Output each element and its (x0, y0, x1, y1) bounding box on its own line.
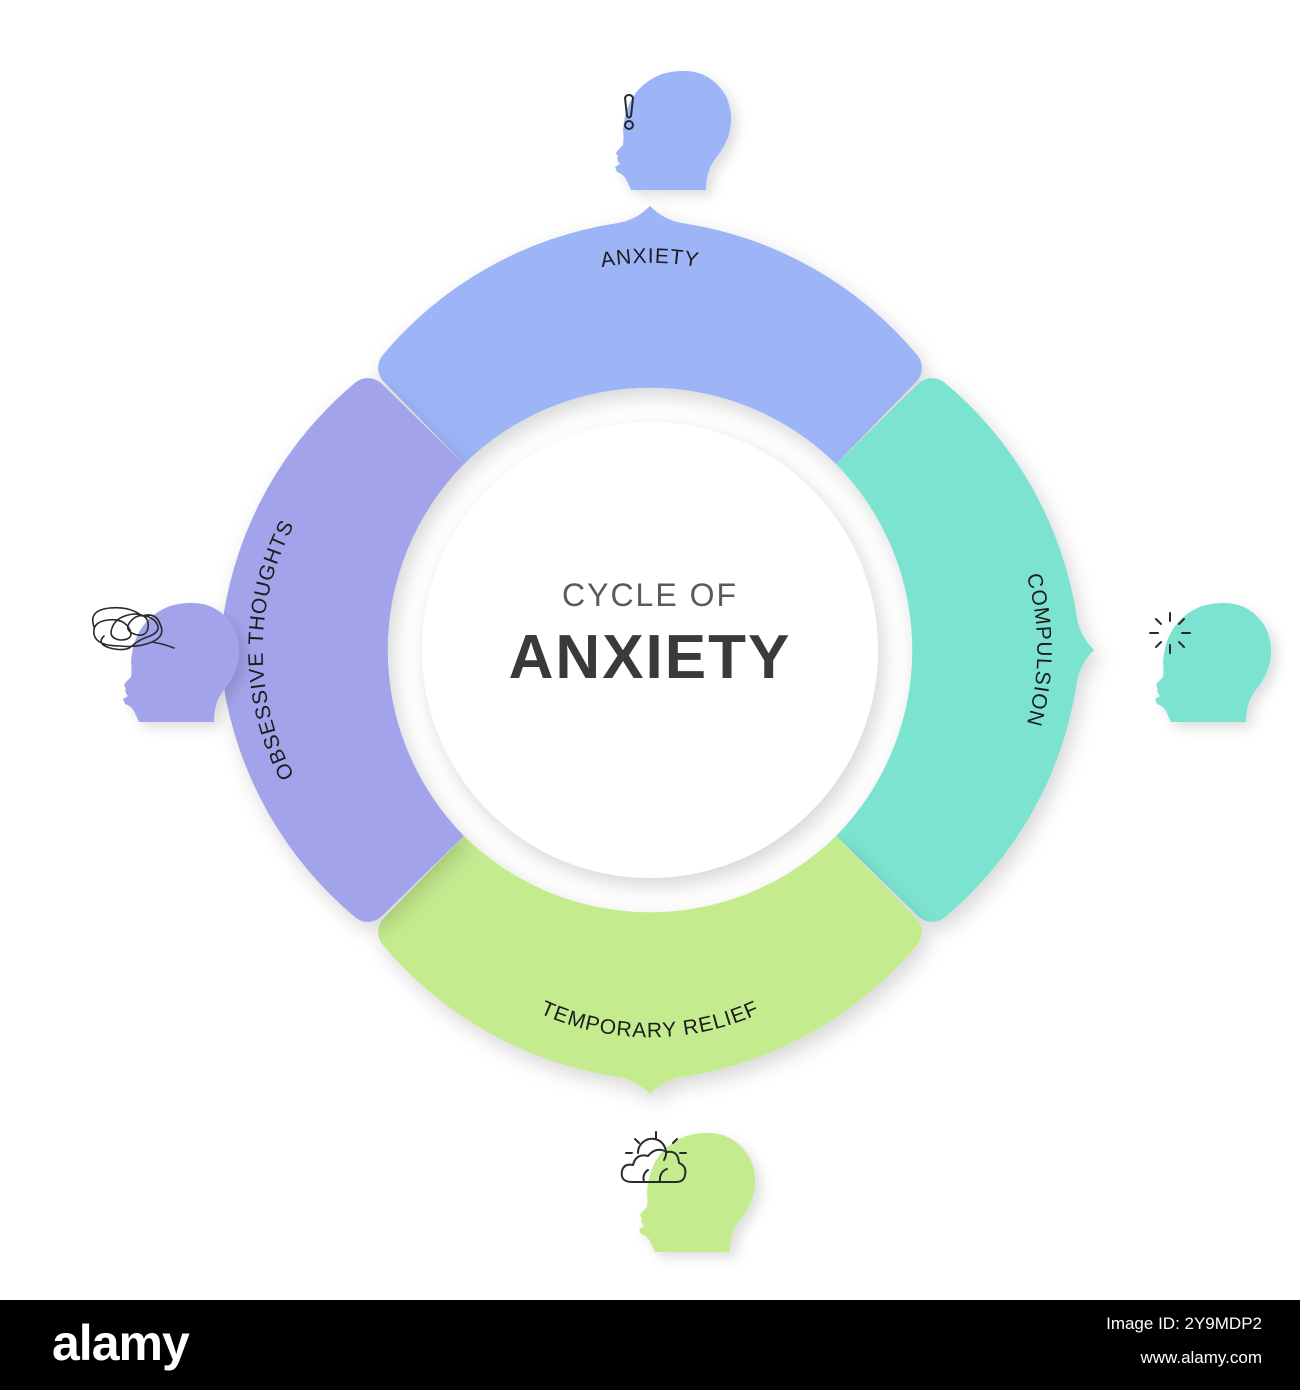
ring-segment-left (206, 378, 464, 922)
head-icon-anxiety (615, 70, 732, 190)
center-subtitle: CYCLE OF (562, 577, 738, 613)
ring-segment-right (836, 378, 1094, 922)
exclamation-icon (624, 94, 634, 130)
site-url-link[interactable]: www.alamy.com (1140, 1348, 1262, 1367)
sun-cloud-icon (620, 1131, 687, 1183)
center-title: ANXIETY (509, 623, 792, 692)
ring-segment-top (378, 206, 922, 464)
head-icon-compulsion (1149, 602, 1272, 722)
alamy-logo[interactable]: alamy (52, 1315, 190, 1371)
tangled-scribble-icon (91, 606, 175, 651)
cycle-diagram: ANXIETY COMPULSION TEMPORARY RELIEF OBSE… (91, 70, 1272, 1252)
head-icon-obsessive-thoughts (91, 602, 240, 722)
ring-segment-bottom (378, 836, 922, 1094)
center-circle (422, 422, 878, 878)
head-icon-temporary-relief (620, 1131, 756, 1252)
sunburst-icon (1149, 612, 1191, 654)
image-id-text: Image ID: 2Y9MDP2 (1106, 1314, 1262, 1333)
stock-footer-bar: alamy Image ID: 2Y9MDP2 www.alamy.com (0, 1300, 1300, 1390)
